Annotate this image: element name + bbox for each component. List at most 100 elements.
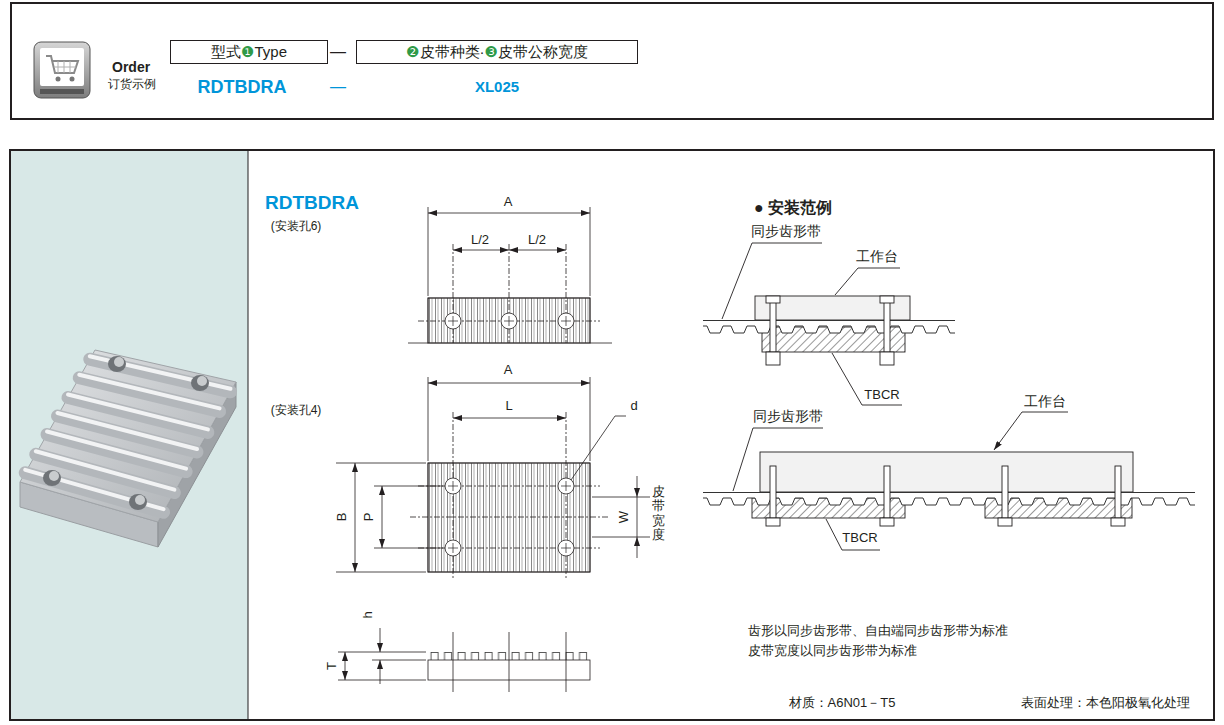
installation-example [884,466,890,518]
product-illustration [36,451,175,489]
installation-example [880,296,894,303]
installation-example [770,300,776,352]
installation-example [1115,466,1121,518]
dimension-label: d [630,399,637,414]
side-view-drawing [566,632,567,692]
top-view-drawing [509,250,566,251]
side-view-drawing [338,652,426,653]
separator-dash: — [330,43,346,61]
top-view-drawing [408,207,612,343]
cart-icon [70,77,75,82]
side-view-drawing [380,628,381,652]
part-callout: 同步齿形带 [753,408,823,424]
field-box: 型式❶Type [170,40,328,64]
part-callout: TBCR [864,388,899,403]
top-view-drawing [428,213,590,214]
plan-view-drawing [382,486,383,548]
field-name: ❷皮带种类·❸皮带公称宽度 [406,43,588,60]
plan-view-drawing [592,497,650,498]
view-caption: (安装孔6) [271,220,322,234]
product-illustration [43,470,61,486]
cart-icon [34,42,90,98]
side-view-drawing [509,632,510,692]
product-illustration [114,357,124,367]
cart-icon [46,56,78,73]
installation-example [826,519,880,550]
field-name: 型式❶Type [211,43,287,60]
installation-example [835,268,900,295]
part-callout: TBCR [842,531,877,546]
dimension-label: A [504,363,513,378]
side-view-drawing [380,660,381,684]
top-view-drawing [453,250,509,251]
product-illustration [20,350,236,522]
dimension-label: W [617,511,632,523]
installation-example [880,518,894,526]
plan-view-drawing [571,416,626,480]
dimension-label: A [504,195,513,210]
installation-example [703,243,955,405]
installation-example [770,466,776,518]
product-illustration [20,350,236,547]
field-box: ❷皮带种类·❸皮带公称宽度 [356,40,638,64]
top-view-drawing [590,343,612,344]
view-caption: (安装孔4) [271,404,322,418]
cart-icon [56,77,61,82]
plan-view-drawing [637,537,638,558]
order-heading: Order [112,59,150,75]
dimension-label: T [325,662,340,670]
dimension-label: L [505,399,512,414]
top-view-drawing [408,343,428,344]
order-panel: Order 订货示例 型式❶Type ❷皮带种类·❸皮带公称宽度 [10,2,1214,120]
product-illustration [129,494,147,510]
plan-view-drawing [448,481,571,553]
note: 齿形以同步齿形带、自由端同步齿形带为标准 [748,624,1008,639]
product-illustration [197,376,207,386]
section-heading: ● 安装范例 [754,199,832,217]
plan-view-drawing [428,383,590,384]
plan-view-drawing [453,418,566,419]
plan-view-drawing [336,572,426,573]
plan-view-drawing [592,537,650,538]
product-illustration [191,375,209,391]
top-view-drawing [428,207,429,296]
plan-view-drawing [410,517,608,518]
plan-view-drawing [428,377,429,461]
product-illustration [49,471,59,481]
side-view-drawing [345,652,346,680]
installation-example [703,412,1195,550]
plan-view-drawing [355,463,356,572]
side-view-drawing [453,632,454,692]
cart-icon [54,61,76,73]
plan-view-drawing [590,377,591,461]
product-illustration [25,356,230,512]
plan-view-drawing [336,463,426,464]
product-panel [248,151,249,719]
separator-dash: — [330,78,346,96]
plan-view-drawing [637,476,638,497]
plan-view-drawing [374,486,443,487]
part-callout: 工作台 [1024,393,1066,409]
plan-view-drawing [336,377,650,580]
installation-example [766,296,780,303]
side-view-drawing [338,628,590,692]
product-panel [11,151,248,719]
installation-example [832,353,902,405]
installation-example [722,243,822,319]
order-subheading: 订货示例 [108,78,156,92]
product-illustration [135,495,145,505]
plan-view-drawing [374,548,443,549]
installation-example [1002,466,1008,518]
order-code: RDTBDRA [198,77,287,98]
product-illustration [25,470,163,509]
product-illustration [108,356,126,372]
product-panel [10,150,1214,720]
dimension-label: 皮带宽度 [652,485,665,542]
cart-icon [40,89,84,94]
dimension-label: B [335,513,350,522]
cart-icon [40,48,84,86]
product-panel [10,150,1214,720]
installation-example [998,518,1012,526]
